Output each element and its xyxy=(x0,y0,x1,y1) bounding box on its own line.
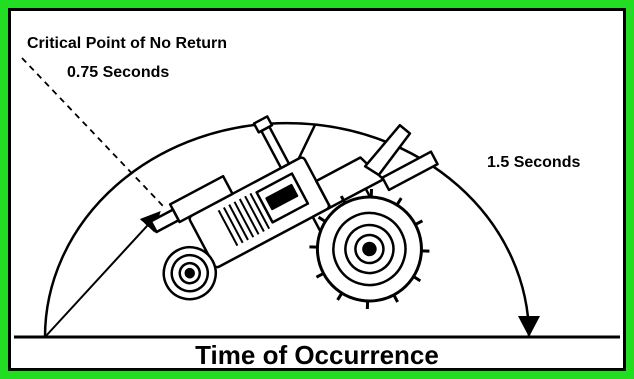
caption-label: Time of Occurrence xyxy=(0,340,634,371)
tractor-icon xyxy=(119,56,486,379)
critical-time-label: 0.75 Seconds xyxy=(67,64,169,82)
total-time-label: 1.5 Seconds xyxy=(487,154,580,172)
critical-point-label: Critical Point of No Return xyxy=(27,35,227,53)
critical-point-arrow xyxy=(45,214,158,337)
arc-arrowhead xyxy=(518,316,540,337)
